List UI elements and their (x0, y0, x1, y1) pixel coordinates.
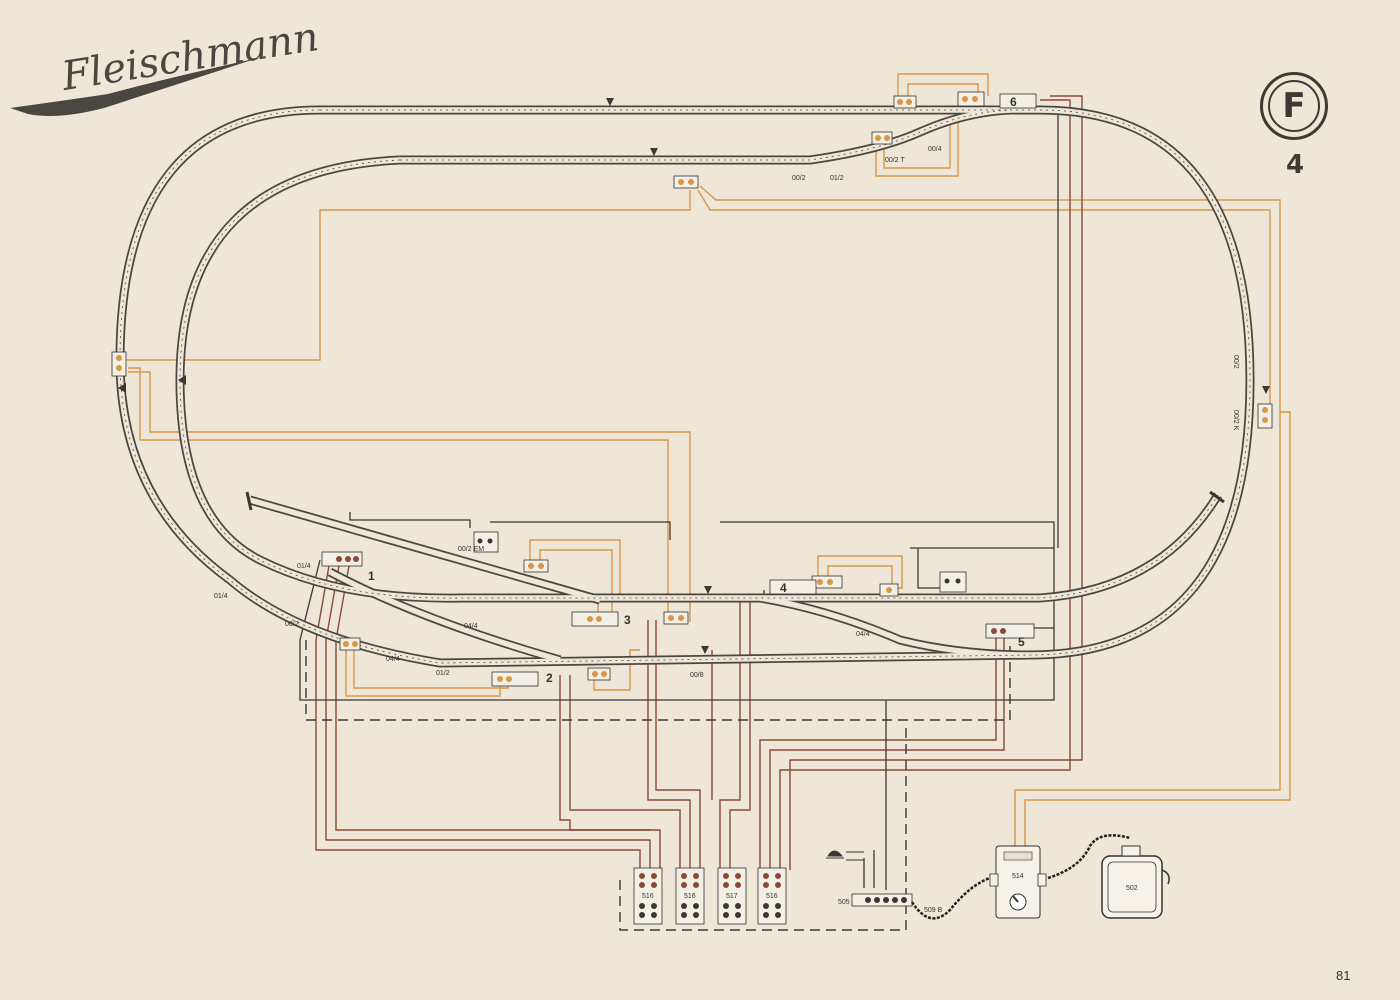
track-label: 00/2 K (1232, 410, 1239, 431)
track-label: 04/4 (856, 631, 870, 638)
power-cable (910, 876, 991, 920)
track-label: 01/2 (830, 175, 844, 182)
signal-box (111, 351, 127, 377)
switch-label-b: 516 (684, 893, 696, 900)
controller-514[interactable] (989, 845, 1047, 919)
signal-box (879, 583, 899, 597)
station-5-box (985, 623, 1035, 639)
track-label: 00/2 EM (458, 546, 484, 553)
signal-box (1257, 403, 1273, 429)
page-number: 81 (1336, 968, 1351, 983)
station-6-box (999, 93, 1037, 109)
switch-unit-516-c[interactable] (757, 867, 787, 925)
station-1-label: 1 (368, 569, 375, 583)
signal-box (673, 175, 699, 189)
logo-swoosh (10, 58, 258, 116)
station-5-label: 5 (1018, 635, 1025, 649)
station-2-label: 2 (546, 671, 553, 685)
plan-number: 4 (1286, 150, 1305, 180)
switch-unit-517[interactable] (717, 867, 747, 925)
station-numbers: 1 2 3 4 5 6 (368, 95, 1025, 685)
switch-label-c: 517 (726, 893, 738, 900)
lamp-icon (826, 850, 864, 861)
track-label: 00/4 (928, 146, 942, 153)
track-rails-inner (117, 107, 1253, 666)
fleischmann-logo: Fleischmann (8, 14, 322, 144)
signal-box (939, 571, 967, 593)
signal-box (893, 95, 917, 109)
orange-wires (120, 73, 1291, 848)
station-boxes (321, 93, 1037, 687)
switch-panel (633, 867, 787, 925)
switch-unit-516-b[interactable] (675, 867, 705, 925)
signal-box (523, 559, 549, 573)
signal-box (473, 531, 499, 553)
signal-box (339, 637, 361, 651)
dashed-wires (305, 640, 1011, 931)
track-centerlines (119, 109, 1251, 664)
track-label: 01/4 (297, 563, 311, 570)
signal-box (811, 575, 843, 589)
transformer-502[interactable] (1101, 845, 1170, 919)
transformer-label: 502 (1126, 885, 1138, 892)
buffer-stops (245, 490, 1225, 511)
station-3-box (571, 611, 619, 627)
track-label: 04/4 (464, 623, 478, 630)
dark-wires (299, 109, 1059, 890)
switch-unit-516-a[interactable] (633, 867, 663, 925)
signal-box (663, 611, 689, 625)
distributor-block[interactable] (851, 893, 913, 907)
station-6-label: 6 (1010, 95, 1017, 109)
track-rails-outer (115, 105, 1255, 668)
station-3-label: 3 (624, 613, 631, 627)
switch-label-a: 516 (642, 893, 654, 900)
signal-box (871, 131, 893, 145)
socket-label: 505 (838, 899, 850, 906)
switch-unit-labels: 516 516 517 516 (642, 893, 778, 900)
plan-badge: F (1260, 72, 1328, 140)
signal-box (587, 667, 611, 681)
signal-box (957, 91, 985, 107)
track-label: 00/2 (285, 621, 299, 628)
distributor-label: 509 B (924, 907, 943, 914)
track-label: 01/4 (214, 593, 228, 600)
track-label: 01/2 (436, 670, 450, 677)
station-4-label: 4 (780, 581, 787, 595)
station-1-box (321, 551, 363, 567)
track-label: 00/2 T (885, 157, 905, 164)
track-label: 00/8 (690, 672, 704, 679)
switch-label-d: 516 (766, 893, 778, 900)
track-label: 00/2 (1232, 355, 1239, 369)
station-4-box (769, 579, 817, 595)
badge-letter: F (1268, 80, 1320, 132)
track-label: 04/4 (386, 656, 400, 663)
brown-wires (315, 95, 1083, 870)
mains-cable (1047, 834, 1131, 880)
station-2-box (491, 671, 539, 687)
track-labels: 01/4 01/4 00/2 04/4 04/4 01/2 00/2 EM 00… (214, 146, 1239, 679)
track-label: 00/2 (792, 175, 806, 182)
isolation-markers (118, 98, 1270, 654)
controller-label: 514 (1012, 873, 1024, 880)
signal-boxes (111, 91, 1273, 681)
